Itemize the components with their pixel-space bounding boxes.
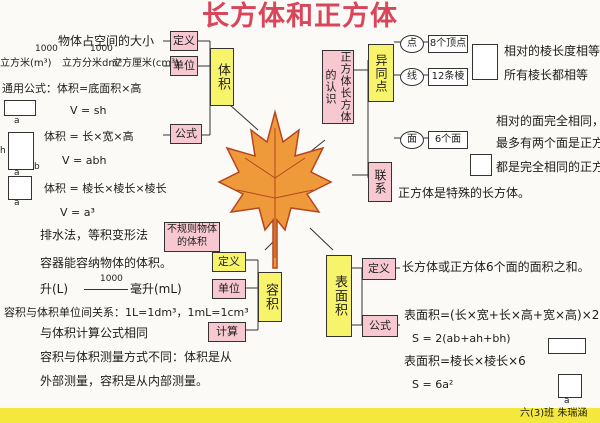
volume-formula-cuboid-short: V = abh <box>62 154 107 167</box>
line-value: 12条棱 <box>428 68 468 86</box>
prism-drawing-right <box>548 338 586 354</box>
volume-formula-tag: 公式 <box>170 124 202 144</box>
volume-formula-cuboid: 体积 = 长×宽×高 <box>44 130 134 143</box>
cuboid-label-h: h <box>0 146 6 156</box>
cube-bottom-label-a: a <box>564 396 570 406</box>
face-value: 6个面 <box>428 131 468 149</box>
maple-leaf-illustration <box>217 109 333 269</box>
knowledge-diff-tag: 异同点 <box>368 44 394 102</box>
capacity-calc-tag: 计算 <box>208 322 246 342</box>
volume-conv-2: 1000 <box>90 44 113 54</box>
volume-formula-general-short: V = sh <box>70 104 107 117</box>
surface-formula-cube-short: S = 6a² <box>412 378 454 391</box>
knowledge-relation-tag: 联系 <box>368 162 392 202</box>
prism-label-a: a <box>14 116 20 126</box>
volume-formula-cube: 体积 = 棱长×棱长×棱长 <box>44 182 167 195</box>
cube-drawing-bottom <box>558 374 582 398</box>
capacity-difference-1: 容积与体积测量方式不同：体积是从 <box>40 350 233 364</box>
bottom-band <box>0 408 600 423</box>
volume-unit-tag: 单位 <box>170 56 198 76</box>
capacity-relation: 容积与体积单位间关系：1L=1dm³，1mL=1cm³ <box>4 306 249 319</box>
volume-formula-general: 通用公式：体积=底面积×高 <box>2 82 142 95</box>
cuboid-drawing-right <box>472 44 498 80</box>
line-oval: 线 <box>400 68 424 86</box>
volume-unit-1: 立方米(m³) <box>0 58 52 69</box>
surface-formula-tag: 公式 <box>362 315 398 337</box>
volume-unit-2: 立方分米dm³ <box>62 58 123 69</box>
point-value: 8个顶点 <box>428 35 468 53</box>
note-face-3: 都是完全相同的正方形 <box>496 160 600 174</box>
capacity-unit-1: 升(L) <box>40 282 69 296</box>
cuboid-label-b: b <box>34 162 40 172</box>
page-title: 长方体和正方体 <box>202 1 398 32</box>
cube-drawing-right <box>470 154 492 176</box>
note-face-2: 最多有两个面是正方形 <box>496 136 600 150</box>
cube-label-a: a <box>14 198 20 208</box>
capacity-arrow <box>84 289 128 290</box>
volume-irregular-tag: 不规则物体的体积 <box>164 222 220 252</box>
capacity-same-formula: 与体积计算公式相同 <box>40 326 149 340</box>
capacity-category: 容积 <box>258 272 282 322</box>
surface-formula-cuboid: 表面积=(长×宽+长×高+宽×高)×2 <box>404 308 600 322</box>
point-oval: 点 <box>400 35 424 53</box>
surface-definition-text: 长方体或正方体6个面的面积之和。 <box>402 260 590 274</box>
surface-definition-tag: 定义 <box>362 258 396 280</box>
note-face-1: 相对的面完全相同， <box>496 114 600 128</box>
note-line-2: 所有棱长都相等 <box>504 68 589 82</box>
volume-irregular-method: 排水法，等积变形法 <box>40 228 149 242</box>
cube-drawing <box>8 176 32 200</box>
volume-definition-text: 物体占空间的大小 <box>58 34 155 48</box>
volume-conv-1: 1000 <box>35 44 58 54</box>
surface-category: 表面积 <box>326 255 352 337</box>
cuboid-drawing <box>8 132 34 170</box>
capacity-definition-text: 容器能容纳物体的体积。 <box>40 256 173 270</box>
knowledge-relation-text: 正方体是特殊的长方体。 <box>398 186 531 200</box>
capacity-conv: 1000 <box>100 274 123 284</box>
capacity-unit-tag: 单位 <box>212 279 246 299</box>
volume-category: 体积 <box>210 48 234 106</box>
capacity-difference-2: 外部测量，容积是从内部测量。 <box>40 374 209 388</box>
capacity-definition-tag: 定义 <box>212 252 246 272</box>
surface-formula-cube: 表面积=棱长×棱长×6 <box>404 354 526 368</box>
volume-unit-3: 立方厘米(cm³) <box>112 58 180 69</box>
volume-definition-tag: 定义 <box>170 31 198 51</box>
signature: 六(3)班 朱瑞涵 <box>520 408 588 419</box>
volume-formula-cube-short: V = a³ <box>60 206 95 219</box>
face-oval: 面 <box>400 131 424 149</box>
note-line-1: 相对的棱长度相等 <box>504 44 600 58</box>
capacity-unit-2: 毫升(mL) <box>130 282 182 296</box>
surface-formula-cuboid-short: S = 2(ab+ah+bh) <box>412 332 511 345</box>
cuboid-label-a: a <box>14 168 20 178</box>
prism-drawing <box>4 100 36 116</box>
knowledge-center: 正方体长方体的认识 <box>322 50 354 124</box>
